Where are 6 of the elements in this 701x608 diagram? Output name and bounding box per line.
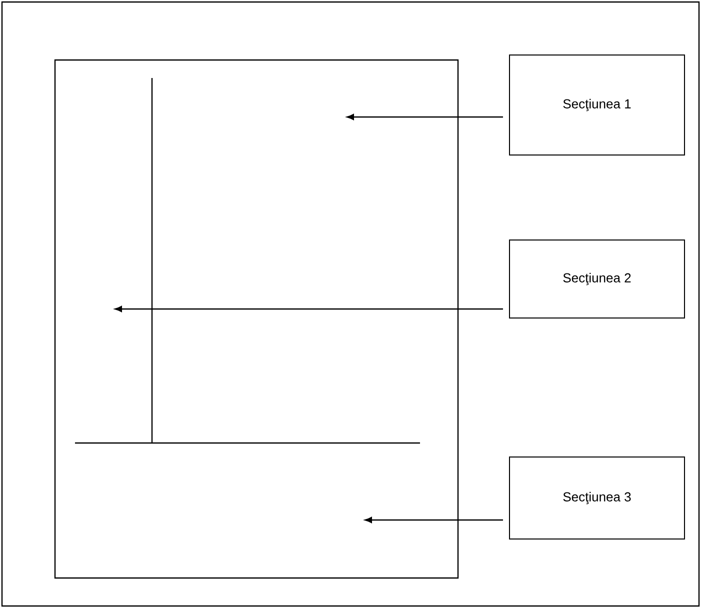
label-box: Secţiunea 3 [509,456,685,540]
leader-arrow [114,306,503,312]
label-box: Secţiunea 2 [509,240,685,318]
leader-arrow [346,114,503,120]
leader-arrow [364,516,503,524]
label-box: Secţiunea 1 [509,54,685,156]
